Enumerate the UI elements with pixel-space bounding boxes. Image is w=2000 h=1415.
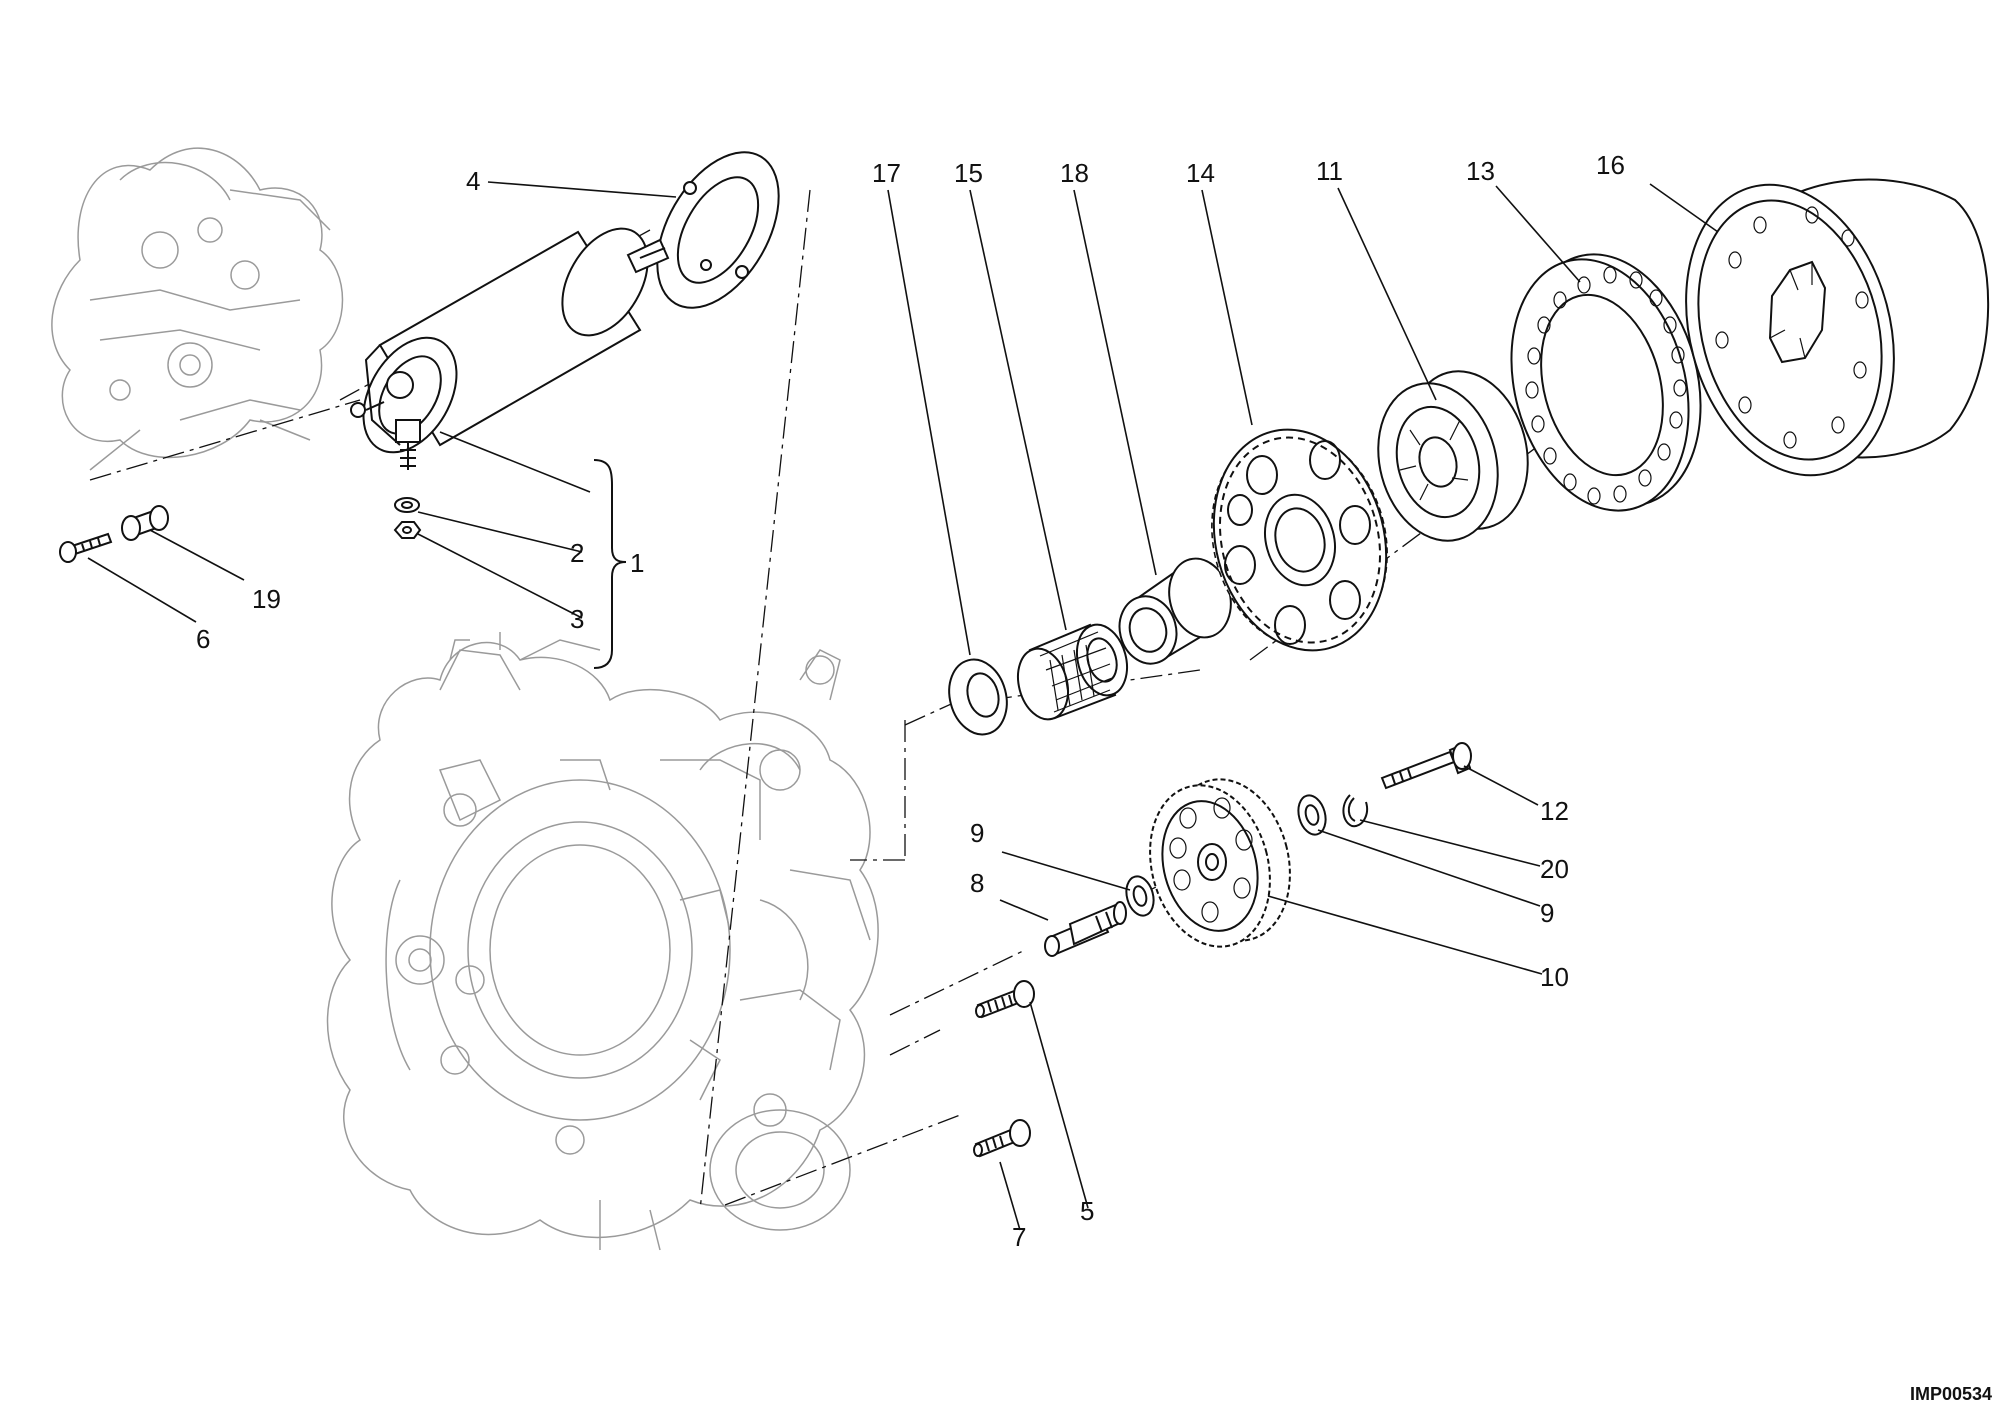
- callout-6: 6: [196, 624, 210, 654]
- part-9-washer-right: [1297, 794, 1327, 836]
- callout-13: 13: [1466, 156, 1495, 186]
- callout-5: 5: [1080, 1196, 1094, 1226]
- part-18-bushing: [1118, 557, 1232, 665]
- callout-12: 12: [1540, 796, 1569, 826]
- part-17-washer: [948, 658, 1008, 736]
- part-9-washer-left: [1125, 875, 1155, 917]
- engine-case-upper-ghost: [51, 147, 344, 471]
- part-12-long-bolt: [1380, 742, 1472, 790]
- part-8-shaft: [1044, 901, 1127, 957]
- drawing-code: IMP00534: [1910, 1384, 1992, 1404]
- callout-3: 3: [570, 604, 584, 634]
- part-6-bolt: [59, 532, 113, 563]
- part-14-large-gear: [1211, 428, 1388, 652]
- callout-2: 2: [570, 538, 584, 568]
- part-4-flange: [656, 151, 780, 309]
- callout-7: 7: [1012, 1222, 1026, 1252]
- part-20-circlip: [1342, 794, 1368, 828]
- callout-15: 15: [954, 158, 983, 188]
- part-5-bolt: [975, 980, 1035, 1019]
- part-7-bolt: [973, 1119, 1031, 1158]
- leader-lines: [87, 181, 1719, 1231]
- callout-8: 8: [970, 868, 984, 898]
- assembly-axes: [89, 189, 1601, 1211]
- part-15-needle-bearing: [1017, 623, 1128, 721]
- crankcase-ghost: [326, 632, 879, 1251]
- callout-18: 18: [1060, 158, 1089, 188]
- callout-1: 1: [630, 548, 644, 578]
- callout-11: 11: [1316, 156, 1343, 186]
- group-1-bracket: [593, 459, 627, 669]
- part-19-spacer: [121, 505, 169, 541]
- callout-9-left: 9: [970, 818, 984, 848]
- part-3-nut: [393, 521, 422, 539]
- callout-9-right: 9: [1540, 898, 1554, 928]
- callout-4: 4: [466, 166, 480, 196]
- starter-motor: [350, 227, 670, 470]
- callout-19: 19: [252, 584, 281, 614]
- callout-17: 17: [872, 158, 901, 188]
- callout-10: 10: [1540, 962, 1569, 992]
- part-13-sprag-ring: [1510, 253, 1702, 512]
- part-10-idler-gear: [1149, 778, 1291, 948]
- part-16-flywheel: [1685, 178, 1990, 477]
- part-2-washer: [394, 497, 420, 513]
- callout-16: 16: [1596, 150, 1625, 180]
- callout-labels: 4 2 3 1 19 6 17 15 18 14 11 13 16 12 20 …: [196, 150, 1992, 1404]
- callout-14: 14: [1186, 158, 1215, 188]
- part-11-freewheel-hub: [1377, 370, 1529, 542]
- callout-20: 20: [1540, 854, 1569, 884]
